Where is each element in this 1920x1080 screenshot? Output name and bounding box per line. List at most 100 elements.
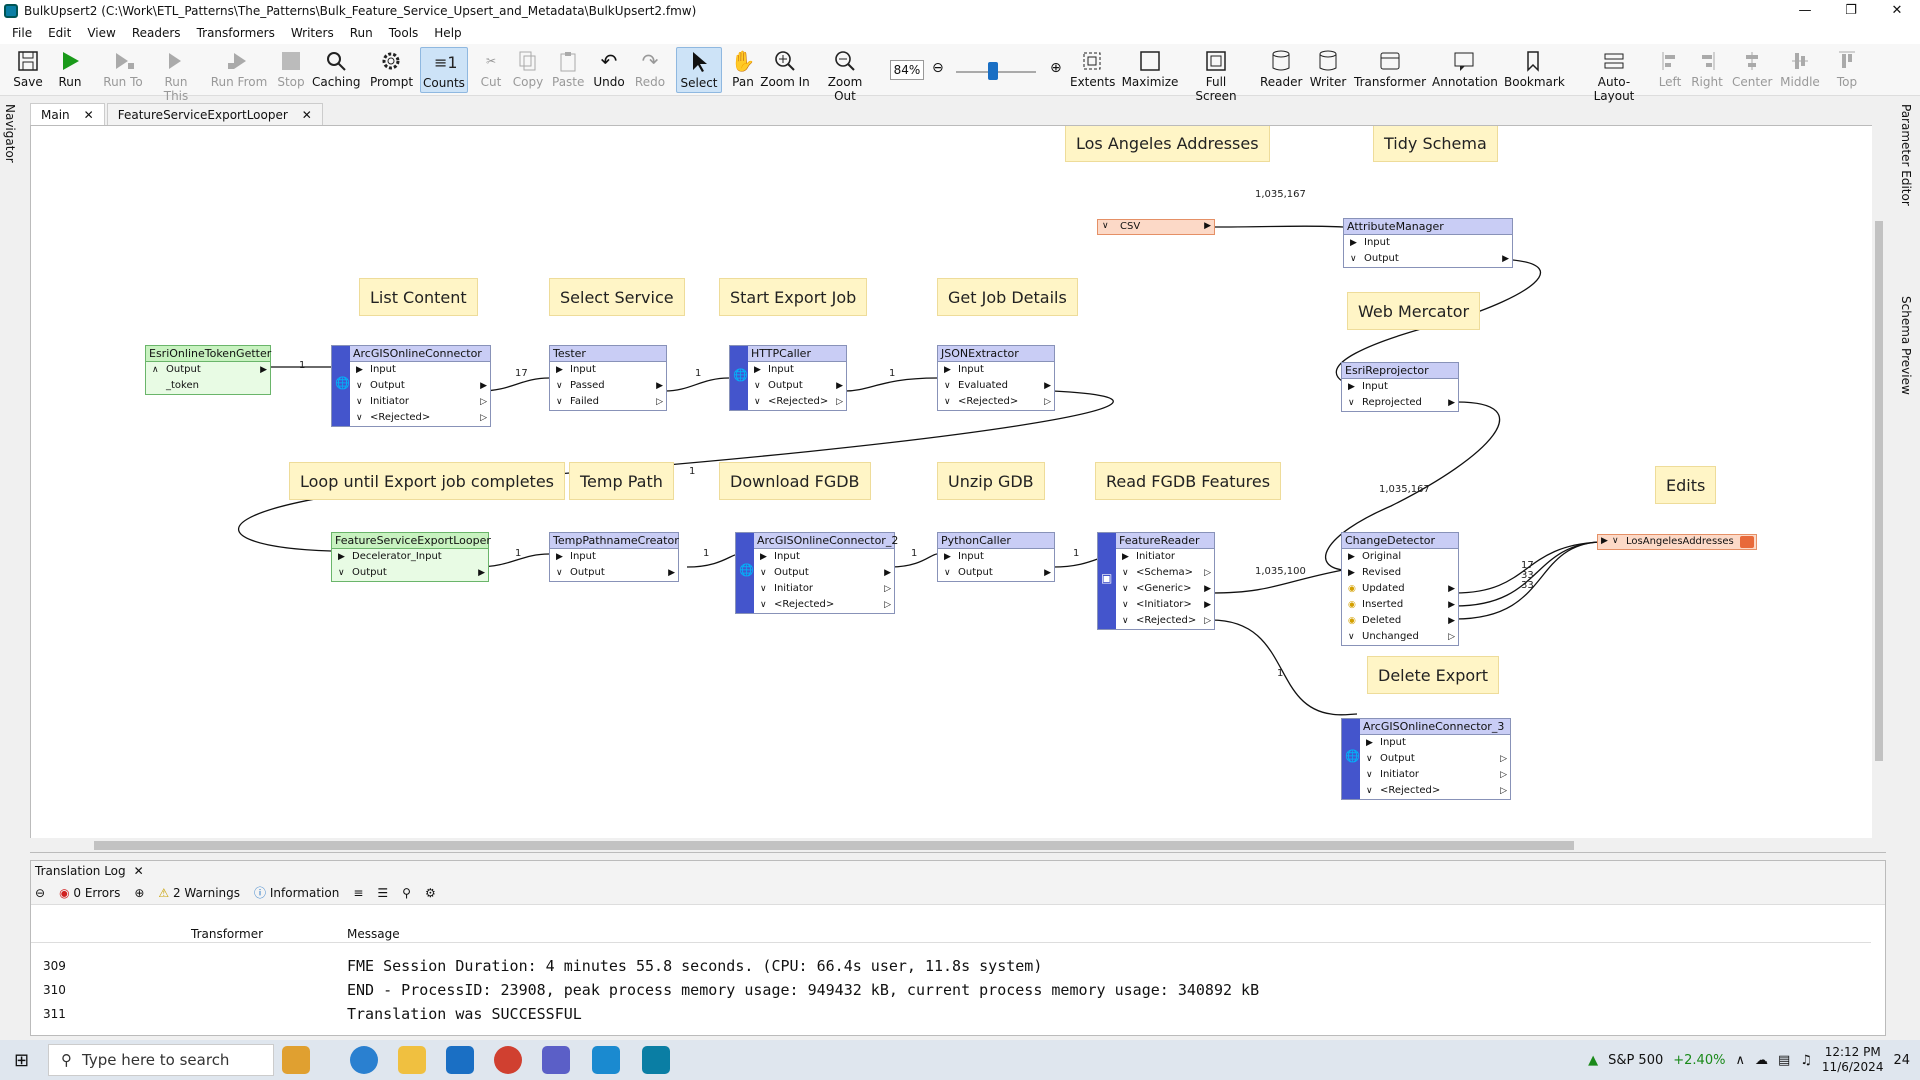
- annotation-list-content[interactable]: List Content: [359, 278, 478, 316]
- add-reader-button[interactable]: Reader: [1260, 47, 1302, 93]
- align-middle-button[interactable]: Middle: [1780, 47, 1820, 93]
- auto-layout-button[interactable]: Auto-Layout: [1578, 47, 1650, 103]
- port-unchanged[interactable]: ∨Unchanged▷: [1342, 629, 1458, 645]
- port-input[interactable]: ▶Input: [1344, 235, 1512, 251]
- edge-browser-icon[interactable]: [350, 1046, 378, 1074]
- stock-change[interactable]: +2.40%: [1673, 1052, 1726, 1068]
- pythoncaller-node[interactable]: PythonCaller ▶Input ∨Output▶: [937, 532, 1055, 582]
- port-deleted[interactable]: ◉Deleted▶: [1342, 613, 1458, 629]
- restore-button[interactable]: ❐: [1845, 3, 1857, 18]
- briefcase-icon[interactable]: [282, 1046, 310, 1074]
- port-revised[interactable]: ▶Revised: [1342, 565, 1458, 581]
- port-initiator[interactable]: ∨Initiator▷: [754, 581, 894, 597]
- port-input[interactable]: ▶Input: [550, 549, 678, 565]
- select-tool-button[interactable]: Select: [676, 47, 722, 93]
- port-evaluated[interactable]: ∨Evaluated▶: [938, 378, 1054, 394]
- notifications-badge[interactable]: 24: [1893, 1052, 1910, 1068]
- port-input[interactable]: ▶Input: [550, 362, 666, 378]
- network-icon[interactable]: ▤: [1777, 1052, 1791, 1068]
- annotation-read-fgdb[interactable]: Read FGDB Features: [1095, 462, 1282, 500]
- undo-button[interactable]: ↶Undo: [593, 49, 625, 89]
- show-hidden-icons-icon[interactable]: ∧: [1735, 1052, 1745, 1068]
- next-error-icon[interactable]: ⊕: [134, 885, 145, 900]
- scrollbar-thumb[interactable]: [94, 841, 1574, 850]
- port-generic[interactable]: ∨<Generic>▶: [1116, 581, 1214, 597]
- port-rejected[interactable]: ∨<Rejected>▷: [1116, 613, 1214, 629]
- port-rejected[interactable]: ∨<Rejected>▷: [350, 410, 490, 426]
- arcgisonlineconnector-2-node[interactable]: 🌐 ArcGISOnlineConnector_2 ▶Input ∨Output…: [735, 532, 898, 614]
- chrome-icon[interactable]: [494, 1046, 522, 1074]
- menu-transformers[interactable]: Transformers: [196, 26, 275, 40]
- stop-button[interactable]: Stop: [276, 47, 306, 93]
- translation-log-title[interactable]: Translation Log: [35, 864, 126, 878]
- add-writer-button[interactable]: Writer: [1308, 47, 1348, 93]
- extents-button[interactable]: Extents: [1070, 47, 1115, 93]
- port-input[interactable]: ▶Input: [1360, 735, 1510, 751]
- zoom-slider-thumb[interactable]: [988, 62, 998, 80]
- port-rejected[interactable]: ∨<Rejected>▷: [1360, 783, 1510, 799]
- zoom-in-button[interactable]: Zoom In: [760, 47, 810, 93]
- input-port-icon[interactable]: ▶: [1601, 536, 1608, 546]
- menu-view[interactable]: View: [87, 26, 116, 40]
- menu-help[interactable]: Help: [434, 26, 462, 40]
- close-tab-icon[interactable]: ✕: [301, 107, 312, 122]
- schema-preview-tab[interactable]: Schema Preview: [1899, 296, 1913, 395]
- port-initiator[interactable]: ∨Initiator▷: [350, 394, 490, 410]
- zoom-plus-icon[interactable]: ⊕: [1050, 60, 1062, 76]
- httpcaller-node[interactable]: 🌐 HTTPCaller ▶Input ∨Output▶ ∨<Rejected>…: [729, 345, 847, 411]
- fme-workbench-taskbar-icon[interactable]: [642, 1046, 670, 1074]
- esrireprojector-node[interactable]: EsriReprojector ▶Input ∨Reprojected▶: [1341, 362, 1459, 412]
- pan-tool-button[interactable]: ✋Pan: [728, 47, 758, 93]
- port-original[interactable]: ▶Original: [1342, 549, 1458, 565]
- zoom-level-field[interactable]: 84%: [890, 60, 924, 80]
- port-input[interactable]: ▶Input: [938, 549, 1054, 565]
- paste-button[interactable]: Paste: [552, 47, 584, 93]
- menu-tools[interactable]: Tools: [388, 26, 419, 40]
- annotation-la-addresses[interactable]: Los Angeles Addresses: [1065, 126, 1270, 162]
- close-window-button[interactable]: ✕: [1891, 3, 1903, 18]
- port-output[interactable]: ∨Output▶: [550, 565, 678, 581]
- tab-featureserviceexportlooper[interactable]: FeatureServiceExportLooper✕: [106, 103, 323, 125]
- port-output[interactable]: ∨Output▶: [1344, 251, 1512, 267]
- align-left-button[interactable]: Left: [1656, 47, 1684, 93]
- run-from-button[interactable]: Run From: [210, 47, 268, 93]
- port-rejected[interactable]: ∨<Rejected>▷: [754, 597, 894, 613]
- port-output[interactable]: ∨Output▶: [938, 565, 1054, 581]
- maximize-canvas-button[interactable]: Maximize: [1120, 47, 1180, 93]
- zoom-minus-icon[interactable]: ⊖: [932, 60, 944, 76]
- zoom-out-button[interactable]: Zoom Out: [816, 47, 874, 103]
- port-schema[interactable]: ∨<Schema>▷: [1116, 565, 1214, 581]
- csv-reader-node[interactable]: CSV ∨ ▶: [1097, 219, 1215, 235]
- port-rejected[interactable]: ∨<Rejected>▷: [748, 394, 846, 410]
- warnings-filter[interactable]: ⚠ 2 Warnings: [158, 885, 241, 900]
- changedetector-node[interactable]: ChangeDetector ▶Original ▶Revised ◉Updat…: [1341, 532, 1459, 646]
- annotation-unzip[interactable]: Unzip GDB: [937, 462, 1045, 500]
- close-panel-icon[interactable]: ✕: [133, 864, 144, 878]
- annotation-download[interactable]: Download FGDB: [719, 462, 871, 500]
- port-inserted[interactable]: ◉Inserted▶: [1342, 597, 1458, 613]
- port-initiator[interactable]: ∨Initiator▷: [1360, 767, 1510, 783]
- menu-run[interactable]: Run: [349, 26, 373, 40]
- caching-button[interactable]: Caching: [312, 47, 361, 93]
- annotation-get-job[interactable]: Get Job Details: [937, 278, 1078, 316]
- align-right-button[interactable]: Right: [1690, 47, 1724, 93]
- minimize-button[interactable]: —: [1798, 3, 1812, 18]
- menu-readers[interactable]: Readers: [131, 26, 181, 40]
- menu-writers[interactable]: Writers: [290, 26, 334, 40]
- arcgisonlineconnector-node[interactable]: 🌐 ArcGISOnlineConnector ▶Input ∨Output▶ …: [331, 345, 491, 427]
- canvas-horizontal-scrollbar[interactable]: [30, 838, 1886, 852]
- port-rejected[interactable]: ∨<Rejected>▷: [938, 394, 1054, 410]
- add-annotation-button[interactable]: Annotation: [1432, 47, 1498, 93]
- file-explorer-icon[interactable]: [398, 1046, 426, 1074]
- list-view-icon[interactable]: ☰: [377, 885, 389, 900]
- copy-button[interactable]: Copy: [512, 47, 544, 93]
- add-transformer-button[interactable]: Transformer: [1354, 47, 1426, 93]
- output-port-icon[interactable]: ▶: [1204, 221, 1211, 231]
- information-filter[interactable]: ⓘ Information: [254, 886, 340, 900]
- port-output[interactable]: ∨Output▶: [350, 378, 490, 394]
- close-tab-icon[interactable]: ✕: [83, 107, 94, 122]
- port-input[interactable]: ▶Input: [748, 362, 846, 378]
- losangelesaddresses-writer-node[interactable]: ▶ ∨ LosAngelesAddresses: [1597, 534, 1757, 550]
- tab-main[interactable]: Main✕: [30, 103, 105, 125]
- port-updated[interactable]: ◉Updated▶: [1342, 581, 1458, 597]
